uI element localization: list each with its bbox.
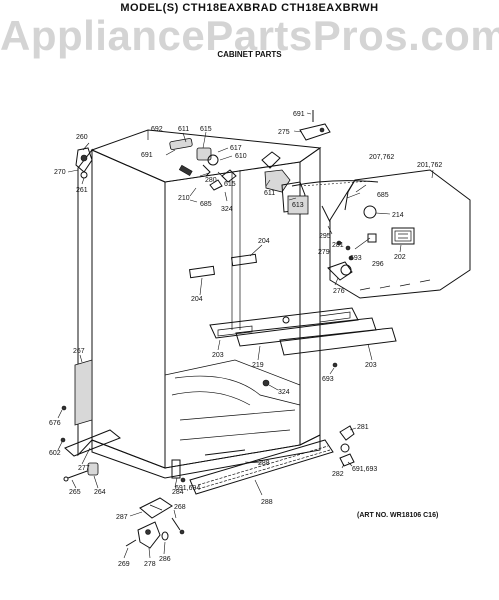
callout-691-694: 691,694 xyxy=(175,485,200,492)
callout-279: 279 xyxy=(318,249,330,256)
top-parts-cluster xyxy=(165,131,237,203)
callout-615-top: 615 xyxy=(200,126,212,133)
callout-295: 295 xyxy=(319,233,331,240)
callout-324-top: 324 xyxy=(221,206,233,213)
callout-282: 282 xyxy=(332,471,344,478)
callout-691-693: 691,693 xyxy=(352,466,377,473)
bracket-284 xyxy=(171,459,186,488)
callout-691-left: 691 xyxy=(141,152,153,159)
callout-204-left: 204 xyxy=(191,296,203,303)
callout-277: 277 xyxy=(78,465,90,472)
model-title: MODEL(S) CTH18EAXBRAD CTH18EAXBRWH xyxy=(120,2,379,14)
callout-296: 296 xyxy=(372,261,384,268)
callout-284: 284 xyxy=(172,489,184,496)
callout-676: 676 xyxy=(49,420,61,427)
callout-611-right: 611 xyxy=(264,190,275,197)
callout-281-lower: 281 xyxy=(357,424,369,431)
bottom-hinge-assembly xyxy=(123,497,185,559)
callout-324-lower: 324 xyxy=(278,389,290,396)
callout-261: 261 xyxy=(76,187,88,194)
callout-214: 214 xyxy=(392,212,404,219)
callout-labels: 260 270 261 692 611 615 691 617 610 280 … xyxy=(49,111,442,568)
watermark: AppliancePartsPros.com xyxy=(0,12,499,59)
right-top-parts xyxy=(261,110,331,215)
callout-278: 278 xyxy=(144,561,156,568)
right-lower-parts xyxy=(339,425,357,469)
callout-288-top: 288 xyxy=(258,460,270,467)
callout-281-top: 281 xyxy=(332,242,344,249)
callout-265: 265 xyxy=(69,489,81,496)
control-housing xyxy=(291,169,471,299)
callout-201-762: 201,762 xyxy=(417,162,442,169)
callout-286: 286 xyxy=(159,556,171,563)
section-title: CABINET PARTS xyxy=(217,50,282,59)
callout-203-right: 203 xyxy=(365,362,377,369)
callout-288-bottom: 288 xyxy=(261,499,273,506)
callout-269: 269 xyxy=(118,561,130,568)
bottom-grille-288 xyxy=(189,439,334,496)
callout-204-right: 204 xyxy=(258,238,270,245)
left-lower-parts xyxy=(57,354,121,465)
callout-692: 692 xyxy=(151,126,163,133)
callout-617: 617 xyxy=(230,145,242,152)
callout-691-top: 691 xyxy=(293,111,305,118)
callout-260: 260 xyxy=(76,134,88,141)
callout-275: 275 xyxy=(278,129,290,136)
callout-202: 202 xyxy=(394,254,406,261)
callout-267: 267 xyxy=(73,348,85,355)
callout-287: 287 xyxy=(116,514,128,521)
callout-280: 280 xyxy=(205,177,217,184)
callout-613: 613 xyxy=(292,202,304,209)
front-rails xyxy=(209,307,397,375)
callout-203-left: 203 xyxy=(212,352,224,359)
callout-268: 268 xyxy=(174,504,186,511)
callout-615-mid: 615 xyxy=(224,181,236,188)
callout-207-762: 207,762 xyxy=(369,154,394,161)
callout-685-left: 685 xyxy=(200,201,212,208)
callout-219: 219 xyxy=(252,362,264,369)
screw-324-lower xyxy=(262,379,279,391)
bracket-204 xyxy=(188,244,263,296)
callout-210: 210 xyxy=(178,195,190,202)
leveler-265-264 xyxy=(63,462,99,489)
callout-276: 276 xyxy=(333,288,345,295)
callout-270: 270 xyxy=(54,169,66,176)
callout-610: 610 xyxy=(235,153,247,160)
callout-693-mid: 693 xyxy=(322,376,334,383)
callout-611-top: 611 xyxy=(178,126,189,133)
callout-685-right: 685 xyxy=(377,192,389,199)
callout-693-top: 693 xyxy=(350,255,362,262)
callout-602: 602 xyxy=(49,450,61,457)
art-number: (ART NO. WR18106 C16) xyxy=(357,512,439,519)
callout-264: 264 xyxy=(94,489,106,496)
top-hinge-left xyxy=(67,142,93,185)
cabinet-body xyxy=(77,129,322,479)
